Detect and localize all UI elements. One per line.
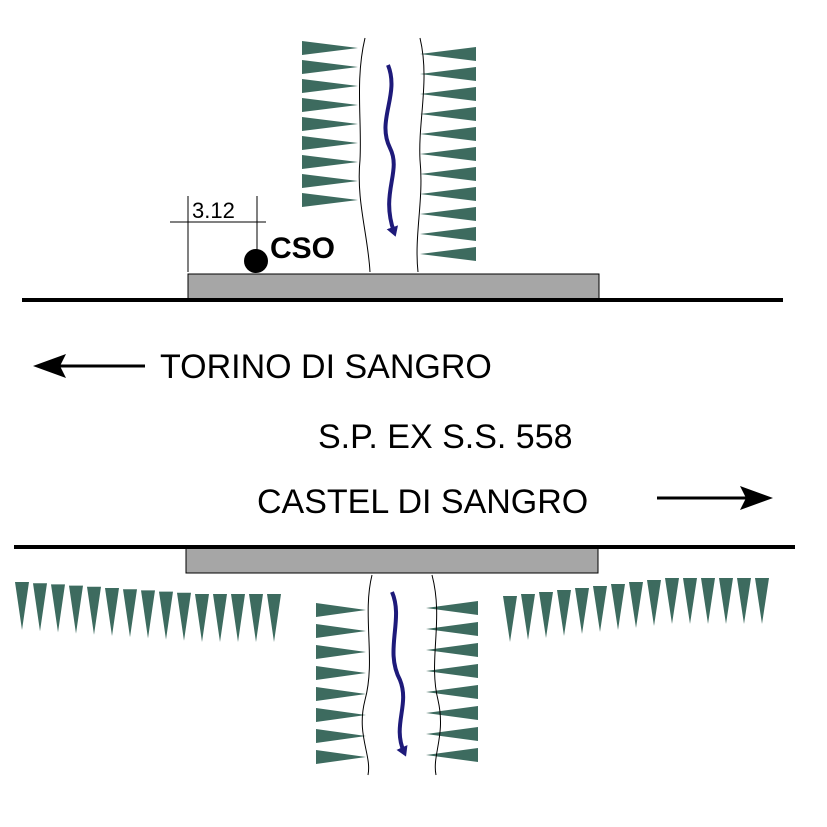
embankment-tooth — [719, 578, 733, 624]
embankment-tooth — [647, 580, 661, 626]
stream-banks-lower — [361, 574, 442, 776]
embankment-tooth — [105, 588, 119, 636]
embankment-tooth — [316, 687, 366, 701]
embankment-tooth — [426, 601, 478, 615]
embankment-tooth — [420, 147, 476, 161]
embankment-tooth — [420, 67, 476, 81]
embankment-tooth — [302, 79, 358, 93]
embankment-tooth — [123, 589, 137, 638]
embankment-tooth — [141, 590, 155, 639]
embankment-tooth — [69, 585, 83, 634]
embankment-tooth — [316, 666, 366, 680]
embankment-tooth — [249, 594, 263, 642]
distance-label: 3.12 — [192, 198, 235, 223]
embankment-tooth — [426, 664, 478, 678]
embankment-tooth — [426, 685, 478, 699]
embankment-tooth — [51, 584, 65, 633]
embankment-tooth — [302, 98, 358, 112]
embankment-tooth — [231, 594, 245, 642]
embankment-tooth — [539, 592, 553, 638]
embankment-tooth — [302, 117, 358, 131]
cso-label: CSO — [270, 232, 335, 265]
embankment-tooth — [593, 586, 607, 632]
flow-direction-arrow-icon — [383, 64, 399, 237]
arrow-left-icon — [33, 354, 145, 378]
embankment-tooth — [557, 590, 571, 636]
embankment-tooth — [316, 750, 366, 764]
direction-left-label: TORINO DI SANGRO — [160, 348, 492, 386]
embankment-tooth — [420, 227, 476, 241]
bridge-deck-lower — [185, 547, 599, 574]
embankment-tooth — [267, 594, 281, 642]
embankment-tooth — [665, 578, 679, 624]
embankment-tooth — [33, 583, 47, 632]
dimension-3-12 — [170, 196, 266, 272]
embankment-tooth — [316, 729, 366, 743]
embankment-tooth — [316, 708, 366, 722]
embankment-tooth — [302, 193, 358, 207]
embankment-tooth — [426, 727, 478, 741]
embankment-tooth — [420, 47, 476, 61]
embankment-tooth — [420, 127, 476, 141]
embankment-tooth — [683, 578, 697, 624]
road-name-label: S.P. EX S.S. 558 — [318, 418, 573, 456]
embankment-tooth — [755, 578, 769, 624]
embankment-tooth — [737, 578, 751, 624]
embankment-tooth — [420, 247, 476, 261]
embankment-tooth — [195, 594, 209, 642]
embankment-tooth — [316, 624, 366, 638]
embankment-tooth — [420, 167, 476, 181]
embankment-tooth — [426, 748, 478, 762]
embankment-tooth — [420, 107, 476, 121]
embankment-tooth — [701, 578, 715, 624]
embankment-tooth — [316, 603, 366, 617]
stream-banks-upper — [358, 37, 425, 273]
embankment-tooth — [159, 591, 173, 640]
embankment-tooth — [521, 594, 535, 640]
embankment-tooth — [302, 136, 358, 150]
embankment-hatching — [15, 41, 769, 764]
embankment-tooth — [302, 60, 358, 74]
embankment-tooth — [177, 592, 191, 641]
bridge-deck-upper — [187, 273, 600, 301]
embankment-tooth — [611, 584, 625, 630]
embankment-tooth — [420, 207, 476, 221]
embankment-tooth — [420, 187, 476, 201]
embankment-tooth — [426, 622, 478, 636]
embankment-tooth — [503, 596, 517, 642]
embankment-tooth — [213, 594, 227, 642]
direction-right-label: CASTEL DI SANGRO — [257, 483, 588, 521]
embankment-tooth — [302, 41, 358, 55]
flow-direction-arrow-icon — [390, 591, 408, 757]
embankment-tooth — [302, 155, 358, 169]
arrow-right-icon — [657, 486, 773, 510]
embankment-tooth — [15, 582, 29, 630]
cso-point-marker — [244, 249, 268, 273]
embankment-tooth — [420, 87, 476, 101]
embankment-tooth — [87, 586, 101, 635]
embankment-tooth — [316, 645, 366, 659]
embankment-tooth — [629, 582, 643, 628]
embankment-tooth — [426, 706, 478, 720]
embankment-tooth — [302, 174, 358, 188]
embankment-tooth — [575, 588, 589, 634]
embankment-tooth — [426, 643, 478, 657]
